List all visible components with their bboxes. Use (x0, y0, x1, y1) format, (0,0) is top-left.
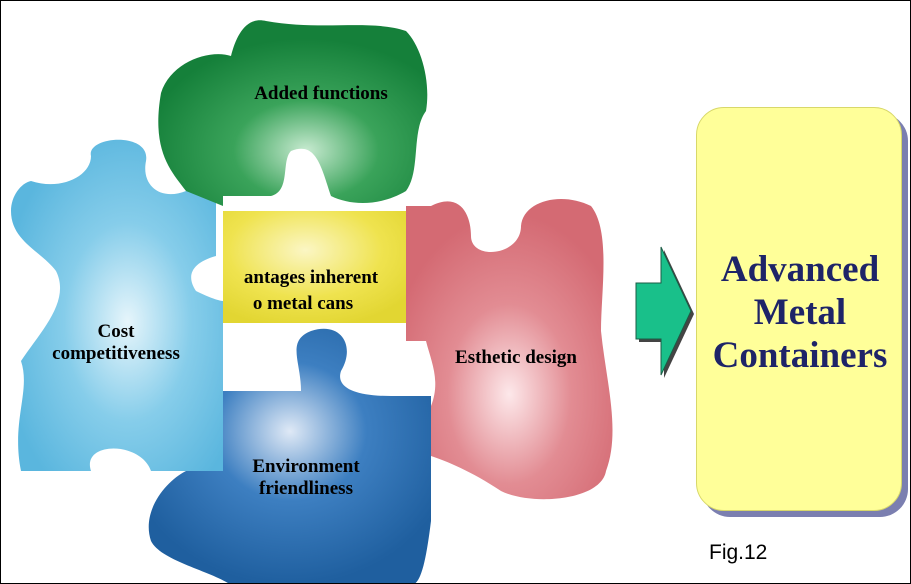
result-box-title: Advanced Metal Containers (697, 248, 903, 377)
cost-label-line2: competitiveness (52, 343, 180, 364)
result-line2: Metal (753, 292, 847, 333)
environment-label: Environment friendliness (196, 456, 416, 500)
esthetic-label: Esthetic design (455, 347, 577, 368)
result-line3: Containers (712, 335, 888, 376)
added-functions-piece (158, 20, 428, 206)
environment-label-line1: Environment (252, 456, 360, 477)
added-functions-label: Added functions (254, 83, 388, 104)
cost-label: Cost competitiveness (21, 321, 211, 365)
result-box: Advanced Metal Containers (696, 107, 910, 519)
figure-caption: Fig.12 (709, 541, 768, 564)
environment-label-line2: friendliness (259, 478, 353, 499)
advantages-label-line2: o metal cans (252, 293, 354, 314)
cost-piece (11, 139, 223, 471)
arrow-shape (635, 246, 692, 376)
result-line1: Advanced (720, 249, 880, 290)
esthetic-piece (406, 198, 613, 500)
environment-piece (148, 328, 431, 583)
cost-label-line1: Cost (97, 321, 135, 342)
result-box-face: Advanced Metal Containers (696, 107, 902, 511)
right-arrow-icon (635, 246, 694, 378)
advantages-label-line1: antages inherent (243, 267, 379, 288)
advantages-piece (223, 211, 406, 323)
